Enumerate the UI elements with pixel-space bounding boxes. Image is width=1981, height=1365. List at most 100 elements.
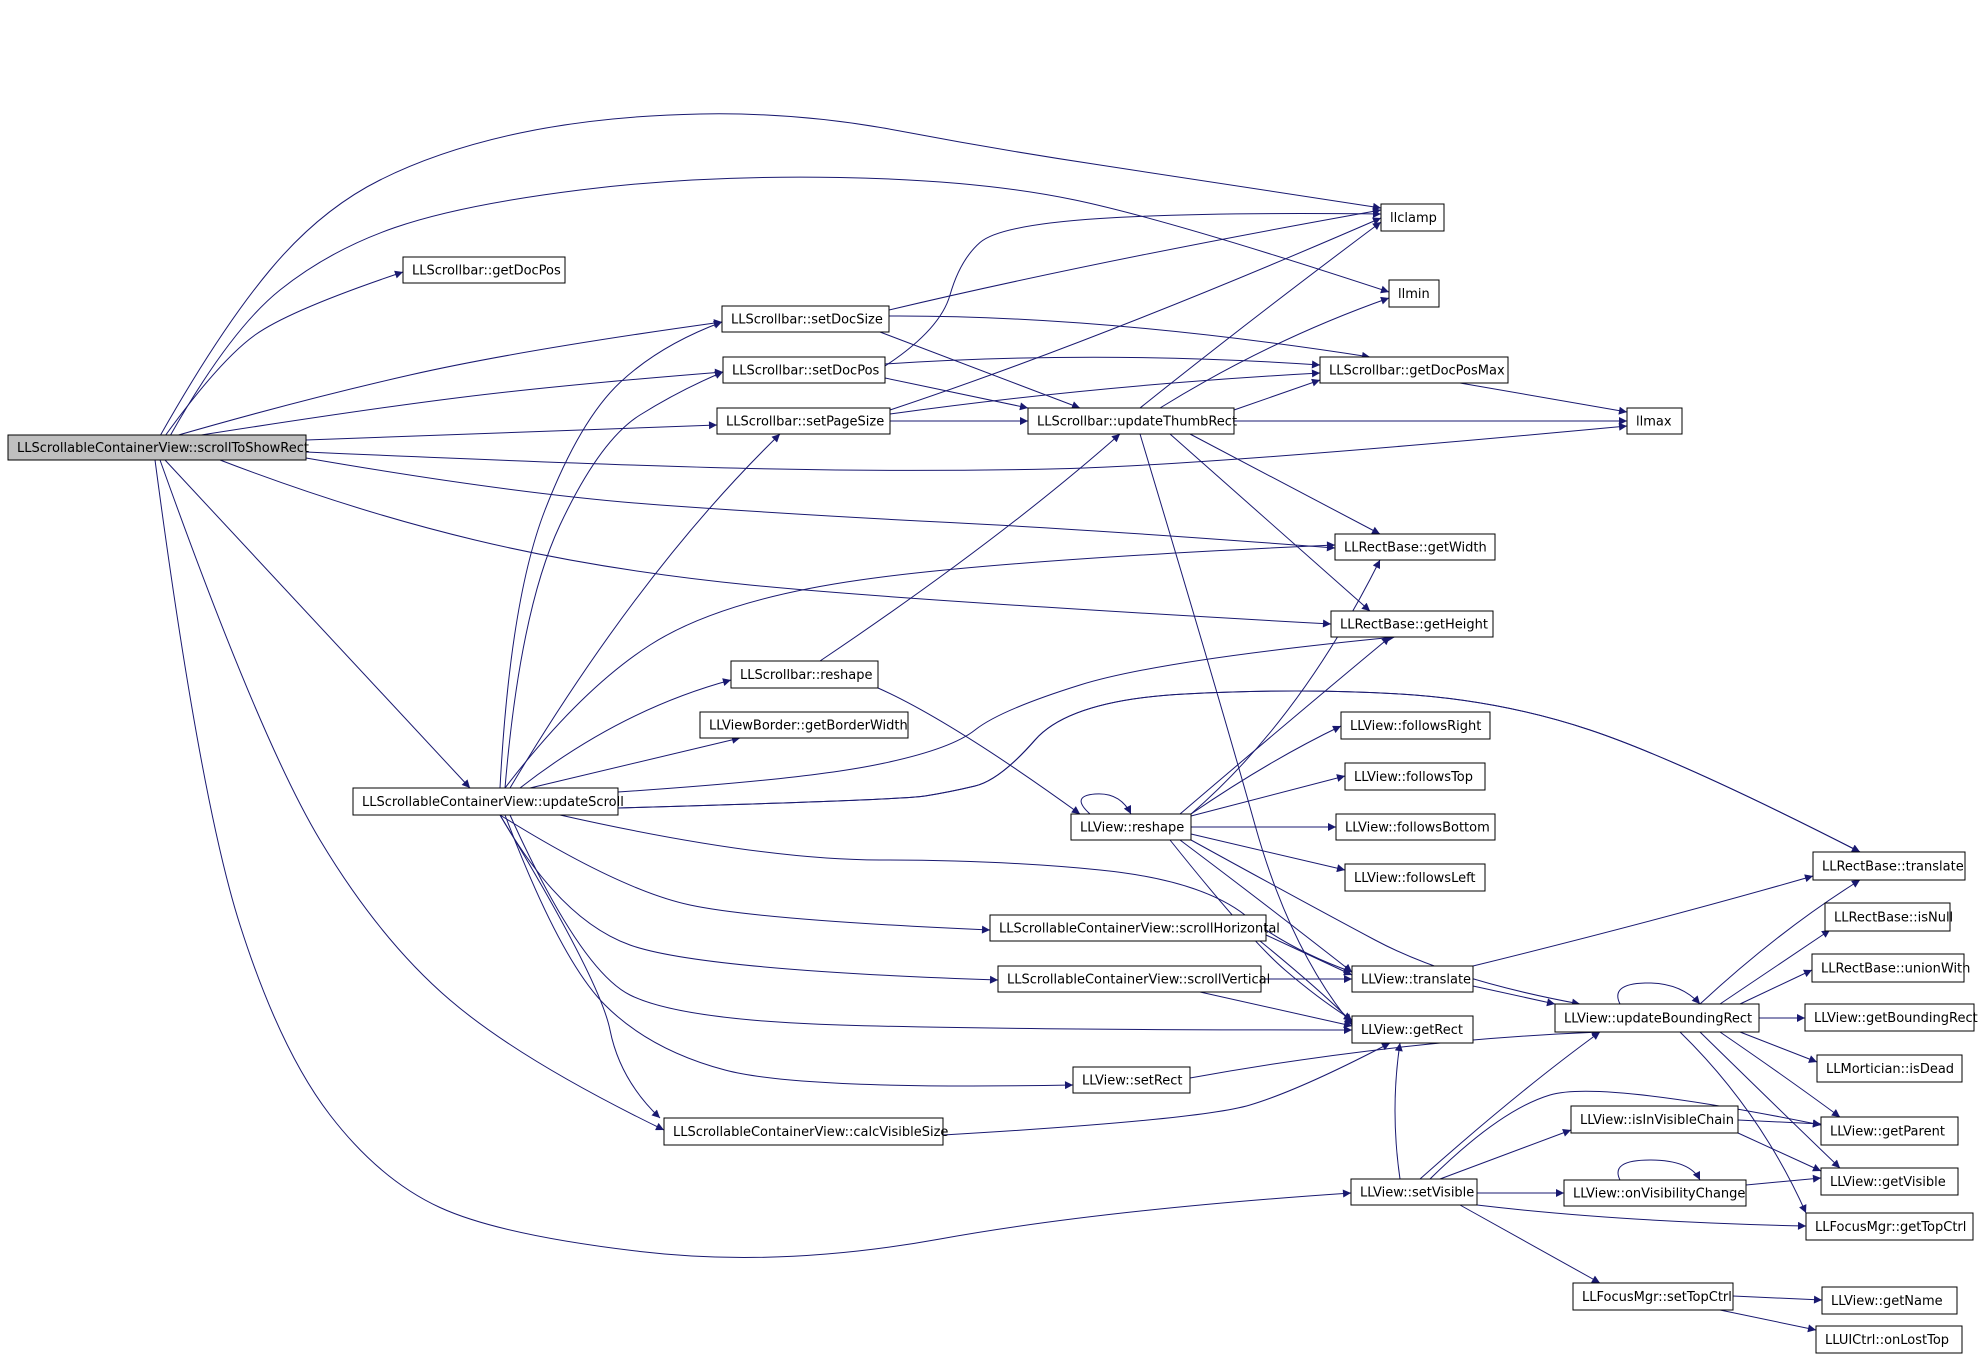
edge-viewReshape-to-followsRight bbox=[1190, 725, 1342, 815]
node-getBoundingRect[interactable]: LLView::getBoundingRect bbox=[1804, 1003, 1978, 1032]
node-getDocPos[interactable]: LLScrollbar::getDocPos bbox=[402, 256, 566, 284]
node-label: LLView::setVisible bbox=[1360, 1186, 1474, 1201]
node-viewReshape[interactable]: LLView::reshape bbox=[1070, 813, 1192, 841]
node-getBorderWidth[interactable]: LLViewBorder::getBorderWidth bbox=[699, 711, 909, 739]
edge-updateScroll-to-setPageSize bbox=[509, 433, 781, 789]
edge-root-to-setPageSize bbox=[305, 421, 718, 441]
edge-root-to-setDocPos bbox=[194, 368, 724, 437]
node-getTopCtrl[interactable]: LLFocusMgr::getTopCtrl bbox=[1805, 1212, 1974, 1241]
node-onLostTop[interactable]: LLUICtrl::onLostTop bbox=[1815, 1325, 1963, 1354]
edge-setPageSize-to-llclamp bbox=[889, 217, 1382, 411]
edge-root-to-setVisible bbox=[154, 459, 1352, 1258]
node-scrollVertical[interactable]: LLScrollableContainerView::scrollVertica… bbox=[997, 965, 1270, 993]
edge-setVisible-to-updateBoundingRect bbox=[1419, 1031, 1601, 1180]
node-llmax[interactable]: llmax bbox=[1626, 407, 1683, 435]
node-getRect[interactable]: LLView::getRect bbox=[1351, 1015, 1474, 1044]
node-llmin[interactable]: llmin bbox=[1388, 279, 1440, 308]
node-label: LLView::translate bbox=[1361, 973, 1471, 988]
edge-updateThumbRect-to-getWidth bbox=[1189, 433, 1381, 535]
node-root[interactable]: LLScrollableContainerView::scrollToShowR… bbox=[7, 434, 309, 461]
node-rbTranslate[interactable]: LLRectBase::translate bbox=[1812, 851, 1966, 881]
edge-updateScroll-to-getBorderWidth bbox=[529, 735, 741, 789]
node-getParent[interactable]: LLView::getParent bbox=[1820, 1116, 1959, 1146]
node-box bbox=[989, 914, 1267, 942]
node-box bbox=[1344, 762, 1486, 791]
edge-setPageSize-to-getDocPosMax bbox=[889, 369, 1321, 415]
edge-setDocSize-to-getDocPosMax bbox=[888, 315, 1371, 360]
edge-setVisible-to-getTopCtrl bbox=[1476, 1204, 1807, 1230]
edge-updateScroll-to-getHeight bbox=[617, 633, 1396, 793]
edge-updateThumbRect-to-getRect bbox=[1139, 433, 1353, 1026]
edge-updateBoundingRect-to-rbTranslate bbox=[1699, 879, 1861, 1005]
node-box bbox=[1820, 1167, 1959, 1196]
node-unionWith[interactable]: LLRectBase::unionWith bbox=[1811, 953, 1970, 983]
node-getVisible[interactable]: LLView::getVisible bbox=[1820, 1167, 1959, 1196]
node-setRect[interactable]: LLView::setRect bbox=[1072, 1066, 1191, 1094]
edge-setTopCtrl-to-getName bbox=[1732, 1295, 1823, 1304]
edge-viewReshape-to-getRect bbox=[1169, 839, 1353, 1021]
node-box bbox=[1388, 279, 1440, 308]
edge-updateScroll-to-getRect bbox=[509, 814, 1353, 1034]
node-onVisibilityChange[interactable]: LLView::onVisibilityChange bbox=[1563, 1179, 1747, 1207]
node-label: LLRectBase::getHeight bbox=[1340, 618, 1488, 633]
node-getHeight[interactable]: LLRectBase::getHeight bbox=[1330, 610, 1494, 638]
edge-calcVisibleSize-to-getRect bbox=[942, 1042, 1391, 1136]
node-updateBoundingRect[interactable]: LLView::updateBoundingRect bbox=[1554, 1003, 1760, 1033]
edge-updateBoundingRect-to-getTopCtrl bbox=[1679, 1031, 1807, 1214]
edge-updateScroll-to-setRect bbox=[504, 814, 1074, 1090]
node-getWidth[interactable]: LLRectBase::getWidth bbox=[1334, 533, 1496, 561]
node-isDead[interactable]: LLMortician::isDead bbox=[1816, 1054, 1963, 1083]
node-setDocSize[interactable]: LLScrollbar::setDocSize bbox=[721, 305, 890, 333]
node-getDocPosMax[interactable]: LLScrollbar::getDocPosMax bbox=[1319, 356, 1509, 384]
node-followsBottom[interactable]: LLView::followsBottom bbox=[1335, 813, 1496, 841]
node-box bbox=[1070, 813, 1192, 841]
node-label: LLRectBase::isNull bbox=[1834, 911, 1953, 926]
node-box bbox=[1626, 407, 1683, 435]
node-label: LLView::onVisibilityChange bbox=[1573, 1187, 1745, 1202]
node-box bbox=[1330, 610, 1494, 638]
edge-layer bbox=[154, 113, 1861, 1333]
edge-onVisibilityChange-to-onVisibilityChange bbox=[1617, 1159, 1701, 1181]
edge-sbReshape-to-viewReshape bbox=[877, 687, 1081, 815]
node-calcVisibleSize[interactable]: LLScrollableContainerView::calcVisibleSi… bbox=[663, 1117, 948, 1146]
node-llclamp[interactable]: llclamp bbox=[1380, 203, 1445, 232]
edge-updateScroll-to-viewTranslate bbox=[559, 814, 1353, 974]
node-box bbox=[1811, 953, 1965, 983]
node-followsTop[interactable]: LLView::followsTop bbox=[1344, 762, 1486, 791]
edge-root-to-llmax bbox=[305, 422, 1628, 471]
edge-setTopCtrl-to-onLostTop bbox=[1719, 1309, 1817, 1333]
node-getName[interactable]: LLView::getName bbox=[1821, 1286, 1958, 1315]
node-scrollHorizontal[interactable]: LLScrollableContainerView::scrollHorizon… bbox=[989, 914, 1280, 942]
node-sbReshape[interactable]: LLScrollbar::reshape bbox=[730, 660, 879, 689]
edge-setVisible-to-setTopCtrl bbox=[1459, 1204, 1601, 1284]
node-label: LLScrollbar::setDocSize bbox=[731, 313, 883, 328]
node-label: LLFocusMgr::setTopCtrl bbox=[1582, 1290, 1732, 1305]
edge-isInVisibleChain-to-getVisible bbox=[1737, 1132, 1822, 1172]
node-box bbox=[722, 356, 886, 384]
node-setTopCtrl[interactable]: LLFocusMgr::setTopCtrl bbox=[1572, 1282, 1734, 1311]
node-updateScroll[interactable]: LLScrollableContainerView::updateScroll bbox=[352, 787, 624, 816]
edge-viewReshape-to-viewTranslate bbox=[1179, 839, 1353, 973]
node-box bbox=[1563, 1179, 1747, 1207]
node-isNull[interactable]: LLRectBase::isNull bbox=[1824, 902, 1953, 932]
node-label: LLView::updateBoundingRect bbox=[1564, 1012, 1752, 1027]
node-box bbox=[1804, 1003, 1975, 1032]
node-label: LLView::setRect bbox=[1082, 1074, 1183, 1089]
node-updateThumbRect[interactable]: LLScrollbar::updateThumbRect bbox=[1027, 407, 1237, 435]
node-label: LLScrollbar::updateThumbRect bbox=[1037, 415, 1237, 430]
node-label: LLRectBase::unionWith bbox=[1821, 962, 1970, 977]
node-followsRight[interactable]: LLView::followsRight bbox=[1340, 711, 1491, 740]
node-setVisible[interactable]: LLView::setVisible bbox=[1350, 1178, 1478, 1206]
node-followsLeft[interactable]: LLView::followsLeft bbox=[1344, 863, 1486, 892]
node-setDocPos[interactable]: LLScrollbar::setDocPos bbox=[722, 356, 886, 384]
node-label: LLView::followsLeft bbox=[1354, 871, 1476, 886]
node-label: LLView::getBoundingRect bbox=[1814, 1011, 1978, 1026]
node-viewTranslate[interactable]: LLView::translate bbox=[1351, 965, 1474, 993]
node-box bbox=[352, 787, 619, 816]
edge-viewReshape-to-getHeight bbox=[1179, 636, 1391, 815]
node-label: LLScrollableContainerView::calcVisibleSi… bbox=[673, 1125, 948, 1140]
node-isInVisibleChain[interactable]: LLView::isInVisibleChain bbox=[1570, 1105, 1739, 1134]
node-setPageSize[interactable]: LLScrollbar::setPageSize bbox=[716, 407, 891, 435]
edge-sbReshape-to-updateThumbRect bbox=[819, 433, 1121, 662]
